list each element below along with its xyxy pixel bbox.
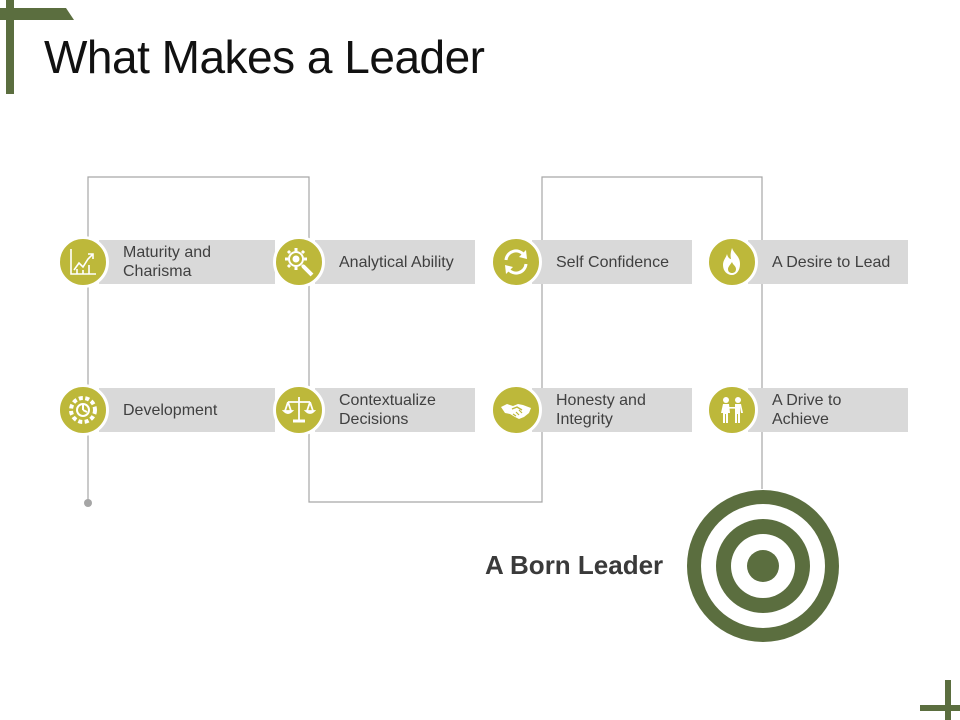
trait-label: Self Confidence xyxy=(556,253,669,271)
target-icon xyxy=(687,490,839,642)
refresh-arrows-icon xyxy=(490,236,542,288)
trait-label: A Desire to Lead xyxy=(772,253,891,271)
gear-magnifier-icon xyxy=(273,236,325,288)
trait-label-box: Self Confidence xyxy=(532,240,692,284)
people-icon xyxy=(706,384,758,436)
trait-label-box: A Drive to Achieve xyxy=(748,388,908,432)
trait-label: Analytical Ability xyxy=(339,253,454,271)
trait-label: Contextualize Decisions xyxy=(339,392,436,428)
trait-label-box: Contextualize Decisions xyxy=(315,388,475,432)
trait-label-box: Development xyxy=(99,388,275,432)
trait-label: A Drive to Achieve xyxy=(772,392,842,428)
trait-label: Maturity and Charisma xyxy=(123,244,212,280)
trait-label: Development xyxy=(123,401,218,419)
trait-label-box: Honesty and Integrity xyxy=(532,388,692,432)
born-leader-label: A Born Leader xyxy=(485,550,664,580)
flow-start-dot xyxy=(84,499,92,507)
growth-chart-icon xyxy=(57,236,109,288)
handshake-icon xyxy=(490,384,542,436)
trait-label-box: A Desire to Lead xyxy=(748,240,908,284)
balance-scale-icon xyxy=(273,384,325,436)
corner-decoration-bottom-right xyxy=(920,680,960,720)
page-title: What Makes a Leader xyxy=(44,31,485,83)
corner-decoration-top-left xyxy=(0,0,74,94)
trait-label-box: Maturity and Charisma xyxy=(99,240,275,284)
gears-cycle-icon xyxy=(57,384,109,436)
trait-label-box: Analytical Ability xyxy=(315,240,475,284)
trait-label: Honesty and Integrity xyxy=(556,392,646,428)
flame-icon xyxy=(706,236,758,288)
